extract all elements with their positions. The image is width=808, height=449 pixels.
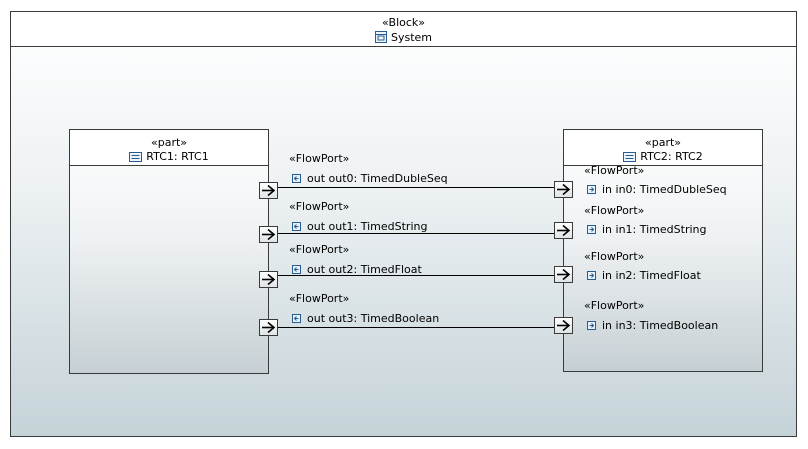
connector-3[interactable] [278, 327, 554, 328]
out-port-icon [292, 264, 301, 277]
connector-0[interactable] [278, 187, 554, 188]
out-port-0-label-row: out out0: TimedDubleSeq [292, 172, 448, 186]
block-stereotype: «Block» [381, 16, 426, 29]
out-port-0[interactable] [259, 182, 278, 199]
part-rtc2-header: «part» RTC2: RTC2 [564, 130, 762, 166]
arrow-right-icon [557, 319, 571, 332]
in-port-0-label-row: in in0: TimedDubleSeq [587, 183, 727, 197]
in-port-1-label-row: in in1: TimedString [587, 223, 706, 237]
in-port-2[interactable] [554, 266, 573, 283]
block-header: «Block» System [11, 12, 796, 47]
part-rtc1-header: «part» RTC1: RTC1 [70, 130, 268, 166]
part-rtc1-title-row: RTC1: RTC1 [70, 150, 268, 165]
in-port-2-label-row: in in2: TimedFloat [587, 269, 701, 283]
arrow-right-icon [557, 183, 571, 196]
arrow-right-icon [557, 268, 571, 281]
part-rtc2-title-row: RTC2: RTC2 [564, 150, 762, 165]
arrow-right-icon [262, 184, 276, 197]
out-port-2[interactable] [259, 271, 278, 288]
out-port-icon [292, 221, 301, 234]
block-name: System [390, 31, 433, 44]
part-rtc1-name: RTC1: RTC1 [146, 150, 209, 163]
in-port-3-stereotype: «FlowPort» [584, 299, 645, 312]
in-port-2-stereotype: «FlowPort» [584, 250, 645, 263]
out-port-2-label-row: out out2: TimedFloat [292, 263, 422, 277]
block-title-row: System [11, 31, 796, 46]
out-port-1[interactable] [259, 226, 278, 243]
part-rtc1-stereotype: «part» [150, 136, 188, 149]
block-icon [374, 31, 387, 46]
out-port-3-stereotype: «FlowPort» [289, 292, 350, 305]
part-rtc2[interactable]: «part» RTC2: RTC2 [563, 129, 763, 372]
in-port-0[interactable] [554, 181, 573, 198]
out-port-2-label: out out2: TimedFloat [307, 263, 422, 276]
in-port-icon [587, 320, 596, 333]
out-port-0-stereotype: «FlowPort» [289, 152, 350, 165]
part-icon [623, 152, 637, 165]
in-port-icon [587, 184, 596, 197]
out-port-1-label: out out1: TimedString [307, 220, 428, 233]
part-icon [129, 152, 143, 165]
arrow-right-icon [262, 228, 276, 241]
in-port-icon [587, 224, 596, 237]
part-rtc2-stereotype: «part» [644, 136, 682, 149]
out-port-3-label: out out3: TimedBoolean [307, 312, 440, 325]
in-port-2-label: in in2: TimedFloat [602, 269, 701, 282]
out-port-2-stereotype: «FlowPort» [289, 243, 350, 256]
in-port-0-label: in in0: TimedDubleSeq [602, 183, 727, 196]
out-port-icon [292, 173, 301, 186]
out-port-1-label-row: out out1: TimedString [292, 220, 427, 234]
in-port-3[interactable] [554, 317, 573, 334]
connector-2[interactable] [278, 275, 554, 276]
arrow-right-icon [262, 321, 276, 334]
in-port-3-label-row: in in3: TimedBoolean [587, 319, 718, 333]
in-port-1-stereotype: «FlowPort» [584, 204, 645, 217]
part-rtc2-name: RTC2: RTC2 [640, 150, 703, 163]
out-port-1-stereotype: «FlowPort» [289, 200, 350, 213]
out-port-3[interactable] [259, 319, 278, 336]
in-port-1[interactable] [554, 222, 573, 239]
out-port-3-label-row: out out3: TimedBoolean [292, 312, 439, 326]
arrow-right-icon [262, 273, 276, 286]
connector-1[interactable] [278, 233, 554, 234]
out-port-icon [292, 313, 301, 326]
in-port-0-stereotype: «FlowPort» [584, 164, 645, 177]
in-port-icon [587, 270, 596, 283]
out-port-0-label: out out0: TimedDubleSeq [307, 172, 448, 185]
in-port-1-label: in in1: TimedString [602, 223, 707, 236]
in-port-3-label: in in3: TimedBoolean [602, 319, 719, 332]
part-rtc1[interactable]: «part» RTC1: RTC1 [69, 129, 269, 374]
arrow-right-icon [557, 224, 571, 237]
